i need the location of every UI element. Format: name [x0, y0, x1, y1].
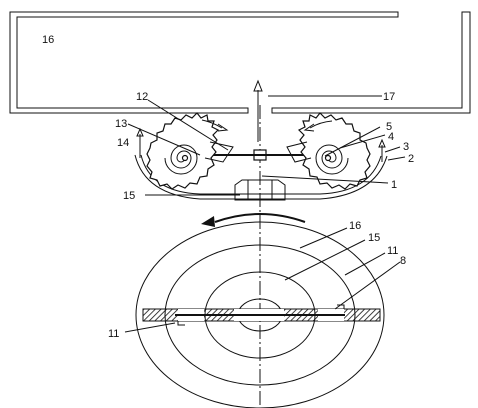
hatched-arm [142, 304, 381, 326]
label-2: 2 [408, 153, 414, 165]
outlet-arrow-17 [253, 79, 263, 142]
label-8: 8 [400, 255, 406, 267]
label-3: 3 [403, 141, 409, 153]
label-12: 12 [136, 91, 148, 103]
label-4: 4 [388, 131, 394, 143]
housing-16 [9, 11, 471, 114]
label-5: 5 [386, 121, 392, 133]
left-spiral-impeller [146, 112, 234, 190]
label-16-housing: 16 [42, 34, 54, 46]
label-15-top: 15 [123, 190, 135, 202]
label-1: 1 [391, 179, 397, 191]
leader-lines [124, 95, 406, 333]
label-13: 13 [115, 118, 127, 130]
hub-1 [200, 149, 320, 201]
label-14: 14 [117, 137, 129, 149]
label-11-bar: 11 [108, 328, 119, 340]
label-15-disk: 15 [368, 232, 380, 244]
left-up-arrow [136, 127, 144, 158]
part-labels: 16 17 12 13 14 5 4 3 2 1 15 16 15 11 8 1… [42, 34, 414, 340]
label-17: 17 [383, 91, 395, 103]
disk-rotation-arrow [201, 213, 306, 227]
label-11-disk: 11 [387, 245, 398, 257]
right-up-arrow [378, 138, 386, 162]
right-rotation-arrow [303, 120, 333, 132]
left-rotation-arrow [201, 119, 229, 132]
label-16-disk: 16 [349, 220, 361, 232]
